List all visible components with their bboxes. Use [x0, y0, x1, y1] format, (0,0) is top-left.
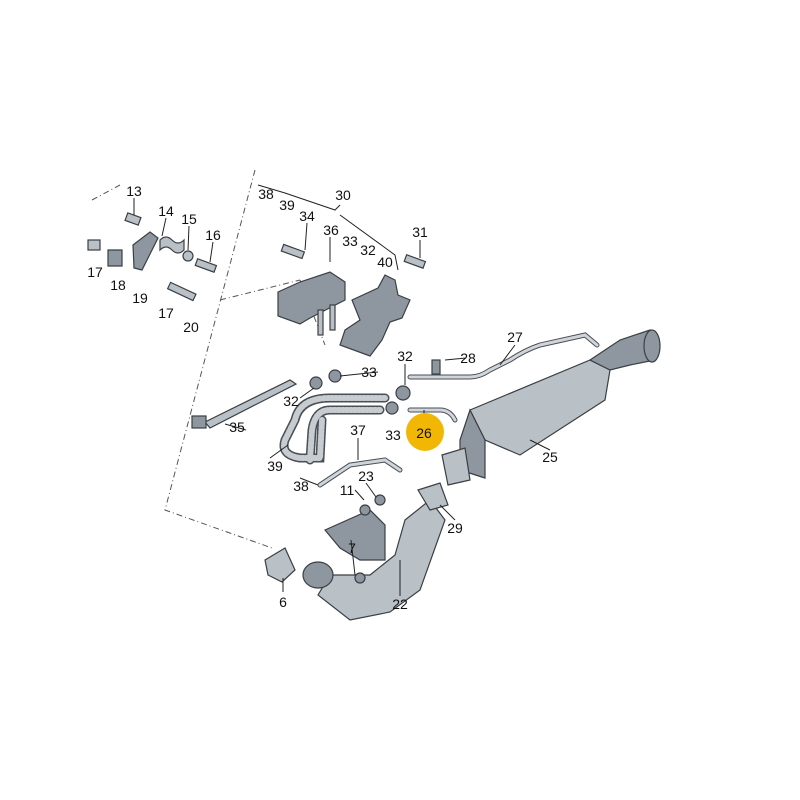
callout-label: 32 [283, 393, 299, 409]
callout-label: 29 [447, 520, 463, 536]
muffler [459, 329, 661, 479]
pressure-sensor [277, 243, 346, 336]
callout-label: 38 [293, 478, 309, 494]
callout-label: 33 [342, 233, 358, 249]
callout-label: 17 [158, 305, 174, 321]
callout-label: 31 [412, 224, 428, 240]
callout-label: 36 [323, 222, 339, 238]
callout-label: 34 [299, 208, 315, 224]
callout-label: 15 [181, 211, 197, 227]
callout-label: 13 [126, 183, 142, 199]
callout-labels: 13 14 15 16 17 18 19 17 20 38 39 30 34 3… [87, 183, 558, 612]
callout-label: 6 [279, 594, 287, 610]
callout-label: 39 [279, 197, 295, 213]
callout-label: 32 [360, 242, 376, 258]
callout-label: 28 [460, 350, 476, 366]
cable-tie [191, 379, 298, 429]
callout-label: 32 [397, 348, 413, 364]
callout-label: 14 [158, 203, 174, 219]
callout-label: 7 [348, 540, 356, 556]
callout-label: 30 [335, 187, 351, 203]
callout-label: 18 [110, 277, 126, 293]
callout-label: 22 [392, 596, 408, 612]
callout-label: 16 [205, 227, 221, 243]
callout-label: 20 [183, 319, 199, 335]
callout-label: 38 [258, 186, 274, 202]
callout-label: 25 [542, 449, 558, 465]
group-outlines [91, 169, 326, 549]
callout-label: 17 [87, 264, 103, 280]
callout-label: 40 [377, 254, 393, 270]
callout-label: 37 [350, 422, 366, 438]
callout-label: 23 [358, 468, 374, 484]
callout-label-highlighted: 26 [416, 425, 432, 441]
callout-label: 27 [507, 329, 523, 345]
bracket-assembly-left [87, 212, 218, 302]
callout-label: 39 [267, 458, 283, 474]
highlight-marker-26 [406, 413, 444, 451]
vacuum-hoses [279, 369, 411, 465]
callout-label: 19 [132, 290, 148, 306]
sensor-bracket [339, 253, 427, 357]
callout-label: 11 [340, 482, 355, 498]
front-pipe [264, 447, 471, 621]
pipes [317, 332, 600, 488]
callout-label: 35 [229, 419, 245, 435]
callout-label: 33 [361, 364, 377, 380]
callout-label: 33 [385, 427, 401, 443]
leader-lines [133, 184, 551, 596]
